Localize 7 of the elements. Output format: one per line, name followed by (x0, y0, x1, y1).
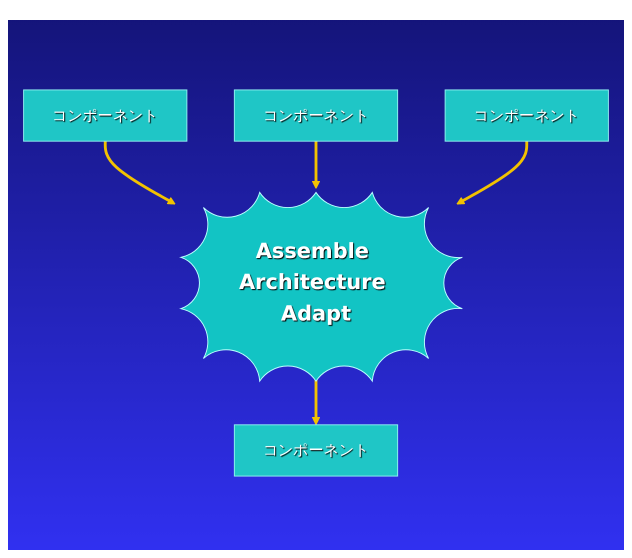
arrow (104, 140, 176, 204)
arrow (312, 140, 320, 189)
node-box: コンポーネント (23, 88, 188, 142)
arrow (456, 140, 528, 204)
node-box: コンポーネント (444, 88, 609, 142)
node-box: コンポーネント (234, 424, 398, 476)
node-box: コンポーネント (234, 88, 398, 142)
